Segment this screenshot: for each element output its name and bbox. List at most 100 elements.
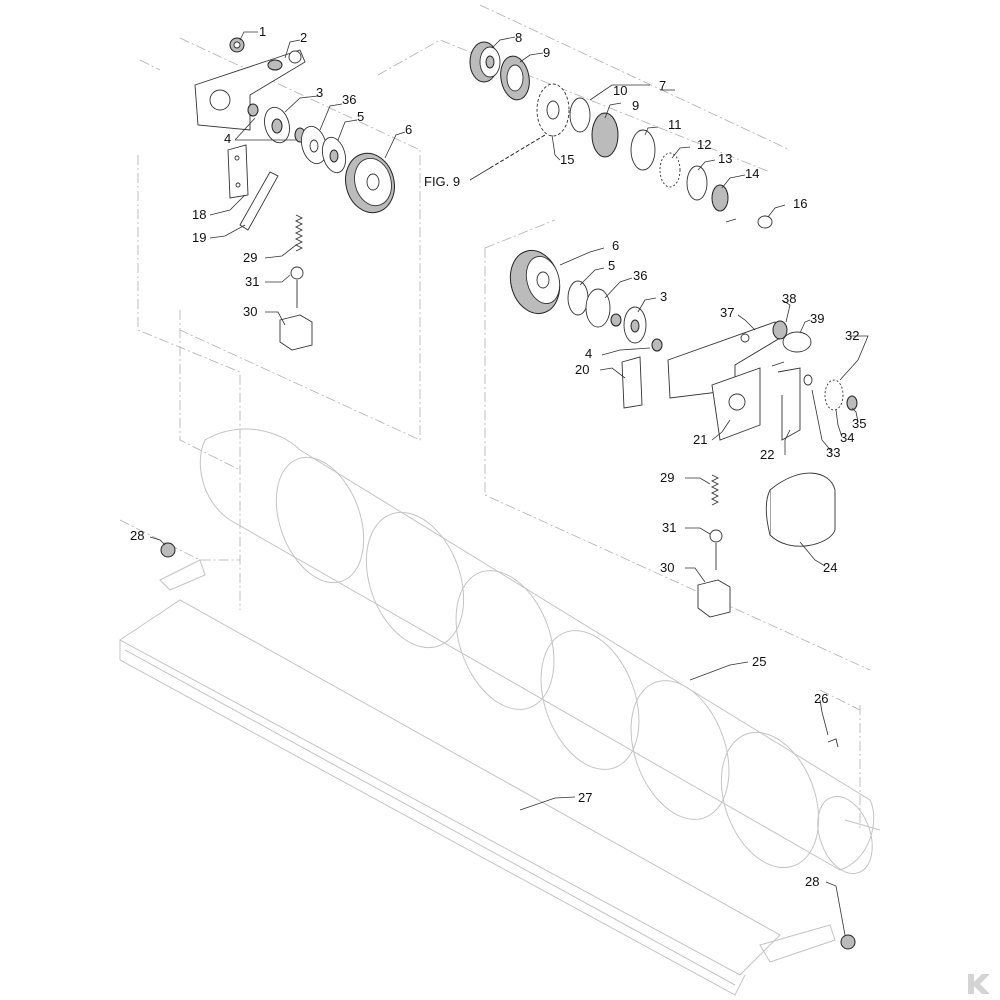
pulley-6b: [509, 249, 561, 315]
chain: [489, 134, 546, 169]
callout-39: 39: [810, 311, 824, 326]
callout-16: 16: [793, 196, 807, 211]
spring-29a: [294, 214, 304, 252]
spacer-33: [803, 374, 813, 386]
bearing-4a: [247, 103, 259, 117]
bearing-4c: [610, 313, 622, 327]
callout-12: 12: [697, 137, 711, 152]
bushing-38: [772, 320, 788, 340]
bearing-flange-3: [264, 106, 290, 144]
callout-31a: 31: [245, 274, 259, 289]
nut-28b: [840, 934, 856, 950]
auger-assembly-ghost: [119, 428, 881, 996]
washer-39: [782, 331, 812, 353]
callout-fig-9: FIG. 9: [424, 174, 460, 189]
bracket-plate-2: [194, 49, 306, 131]
left-drive-parts: [194, 37, 395, 351]
bearing-flange-3b: [623, 306, 647, 344]
pulley-6: [345, 152, 395, 214]
callout-5a: 5: [357, 109, 364, 124]
callout-24: 24: [823, 560, 837, 575]
eye-bolt-31b: [709, 529, 723, 570]
callout-13: 13: [718, 151, 732, 166]
callout-3a: 3: [316, 85, 323, 100]
callout-20: 20: [575, 362, 589, 377]
bracket-30a: [279, 314, 313, 351]
bracket-30b: [697, 579, 731, 618]
sprocket-stack: [469, 41, 773, 229]
right-drive-parts: [509, 249, 858, 618]
callout-29a: 29: [243, 250, 257, 265]
callout-3b: 3: [660, 289, 667, 304]
disc-11: [630, 129, 656, 171]
callout-11: 11: [668, 117, 682, 132]
plate-18: [227, 144, 249, 199]
callout-1: 1: [259, 24, 266, 39]
callout-36a: 36: [342, 92, 356, 107]
callout-18: 18: [192, 207, 206, 222]
disc-13: [686, 165, 708, 201]
eye-bolt-31a: [290, 266, 304, 308]
callout-27: 27: [578, 790, 592, 805]
callout-37: 37: [720, 305, 734, 320]
bearing-35: [846, 395, 858, 411]
bolt-22: [771, 361, 785, 367]
washer-16: [757, 215, 773, 229]
callout-31b: 31: [662, 520, 676, 535]
sprocket-15: [536, 83, 570, 137]
pin-26: [827, 738, 839, 748]
callout-9a: 9: [543, 45, 550, 60]
leader-lines: [149, 31, 869, 936]
callout-22: 22: [760, 447, 774, 462]
disc-12: [659, 152, 681, 188]
callout-33: 33: [826, 445, 840, 460]
callout-30b: 30: [660, 560, 674, 575]
callout-34: 34: [840, 430, 854, 445]
callout-15: 15: [560, 152, 574, 167]
spring-29b: [710, 474, 720, 506]
assembly-frames: [119, 4, 871, 830]
flange-5: [321, 136, 347, 174]
bearing-4d: [651, 338, 663, 352]
callout-7: 7: [659, 78, 666, 93]
nut-1: [229, 37, 245, 53]
flange-36b: [585, 288, 611, 328]
friction-disc-9b: [591, 112, 619, 158]
callout-2: 2: [300, 30, 307, 45]
bracket-22: [777, 367, 801, 441]
callout-14: 14: [745, 166, 759, 181]
callout-25: 25: [752, 654, 766, 669]
k-logo-icon: [968, 974, 990, 994]
callout-26: 26: [814, 691, 828, 706]
callout-30a: 30: [243, 304, 257, 319]
tension-arm-19: [239, 171, 279, 231]
callout-28a: 28: [130, 528, 144, 543]
ring-10: [569, 97, 591, 133]
callout-29b: 29: [660, 470, 674, 485]
callout-6b: 6: [612, 238, 619, 253]
callout-4b: 4: [585, 346, 592, 361]
callout-4a: 4: [224, 131, 231, 146]
callout-6a: 6: [405, 122, 412, 137]
callout-9b: 9: [632, 98, 639, 113]
callout-32: 32: [845, 328, 859, 343]
arm-37: [667, 321, 781, 399]
hub-8: [469, 41, 501, 83]
nut-28a: [160, 542, 176, 558]
plate-20: [621, 356, 643, 409]
callout-36b: 36: [633, 268, 647, 283]
callout-5b: 5: [608, 258, 615, 273]
callout-21: 21: [693, 432, 707, 447]
callout-35: 35: [852, 416, 866, 431]
guard-cover-24: [765, 472, 836, 547]
callout-8: 8: [515, 30, 522, 45]
callout-38: 38: [782, 291, 796, 306]
sprocket-34: [824, 379, 844, 411]
callout-28b: 28: [805, 874, 819, 889]
friction-disc-9a: [500, 55, 530, 101]
callout-10: 10: [613, 83, 627, 98]
shield-plate-21: [711, 367, 761, 441]
callout-labels: 1 2 3 36 4 5 6 18 19 29 31 30 8 9 7 10 9…: [130, 24, 866, 889]
bolt-14: [725, 218, 737, 223]
